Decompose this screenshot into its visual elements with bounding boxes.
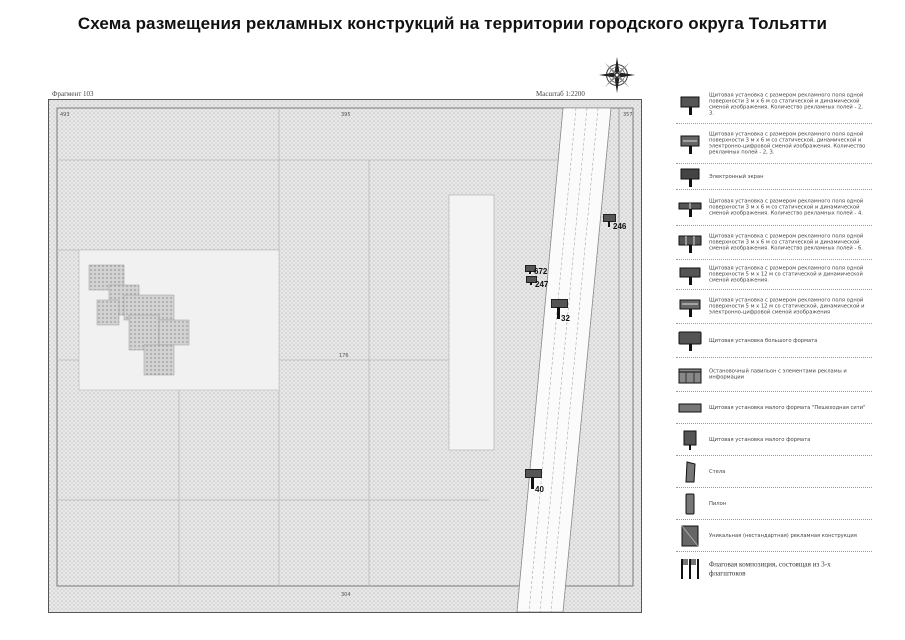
grid-tick: 176 <box>339 353 349 359</box>
billboard-4-fields-icon <box>678 202 702 217</box>
legend-item: Электронный экран <box>676 164 872 190</box>
legend-item: Остановочный павильон с элементами рекла… <box>676 358 872 392</box>
grid-tick: 493 <box>60 112 70 118</box>
legend-text: Флаговая композиция, состоящая из 3-х фл… <box>709 560 831 578</box>
large-format-icon <box>678 331 702 351</box>
legend-item: Щитовая установка с размером рекламного … <box>676 290 872 324</box>
fragment-label: Фрагмент 103 <box>52 90 94 98</box>
legend-item: Щитовая установка с размером рекламного … <box>676 124 872 164</box>
legend-text: Уникальная (нестандартная) рекламная кон… <box>709 532 857 539</box>
legend-text: Щитовая установка с размером рекламного … <box>709 265 864 284</box>
legend-item: Щитовая установка с размером рекламного … <box>676 226 872 260</box>
legend-item: Щитовая установка с размером рекламного … <box>676 190 872 226</box>
legend-text: Щитовая установка с размером рекламного … <box>709 198 864 217</box>
stela-icon <box>685 460 696 482</box>
legend-item: Щитовая установка с размером рекламного … <box>676 86 872 124</box>
legend-text: Остановочный павильон с элементами рекла… <box>709 368 847 381</box>
legend-text: Щитовая установка малого формата <box>709 436 811 443</box>
unique-construction-icon <box>681 525 699 546</box>
legend-text: Щитовая установка с размером рекламного … <box>709 91 864 117</box>
legend-item: Пилон <box>676 488 872 520</box>
legend-text: Щитовая установка с размером рекламного … <box>709 233 864 252</box>
marker-label: 246 <box>613 222 627 231</box>
legend-item: Щитовая установка с размером рекламного … <box>676 260 872 290</box>
scale-label: Масштаб 1:2200 <box>536 90 585 98</box>
legend-text: Стела <box>709 468 726 475</box>
billboard-3x6-dynamic-icon <box>680 96 700 115</box>
legend-item: Стела <box>676 456 872 488</box>
grid-tick: 357 <box>623 112 633 118</box>
small-format-pedestrian-icon <box>678 403 702 412</box>
billboard-6-fields-icon <box>678 235 702 253</box>
compass-rose-icon <box>598 56 636 94</box>
legend-text: Щитовая установка малого формата "Пешехо… <box>709 404 866 411</box>
marker-label: 40 <box>535 485 544 494</box>
map-fragment[interactable]: 493 395 357 176 304 246 672 247 32 40 <box>48 99 642 613</box>
page-title: Схема размещения рекламных конструкций н… <box>77 14 828 33</box>
legend-text: Щитовая установка с размером рекламного … <box>709 130 866 156</box>
legend-text: Электронный экран <box>709 173 764 180</box>
marker-label: 247 <box>535 280 549 289</box>
legend-text: Пилон <box>709 500 727 507</box>
legend-text: Щитовая установка с размером рекламного … <box>709 297 865 316</box>
billboard-5x12-icon <box>679 267 701 285</box>
billboard-3x6-electronic-icon <box>680 135 700 154</box>
billboard-5x12-electronic-icon <box>679 299 701 317</box>
legend-text: Щитовая установка большого формата <box>709 337 818 344</box>
grid-tick: 395 <box>341 112 351 118</box>
legend-item: Щитовая установка малого формата "Пешехо… <box>676 392 872 424</box>
electronic-screen-icon <box>680 168 700 187</box>
marker-label: 32 <box>561 314 570 323</box>
pylon-icon <box>685 493 695 514</box>
pavilion-icon <box>678 368 702 383</box>
legend: Щитовая установка с размером рекламного … <box>676 86 872 586</box>
legend-item: Щитовая установка большого формата <box>676 324 872 358</box>
grid-tick: 304 <box>341 592 351 598</box>
legend-item: Щитовая установка малого формата <box>676 424 872 456</box>
map-drawing <box>49 100 641 612</box>
legend-item: Уникальная (нестандартная) рекламная кон… <box>676 520 872 552</box>
small-format-icon <box>683 430 697 450</box>
flag-composition-icon <box>681 559 699 579</box>
marker-label: 672 <box>534 267 548 276</box>
legend-item: Флаговая композиция, состоящая из 3-х фл… <box>676 552 872 586</box>
